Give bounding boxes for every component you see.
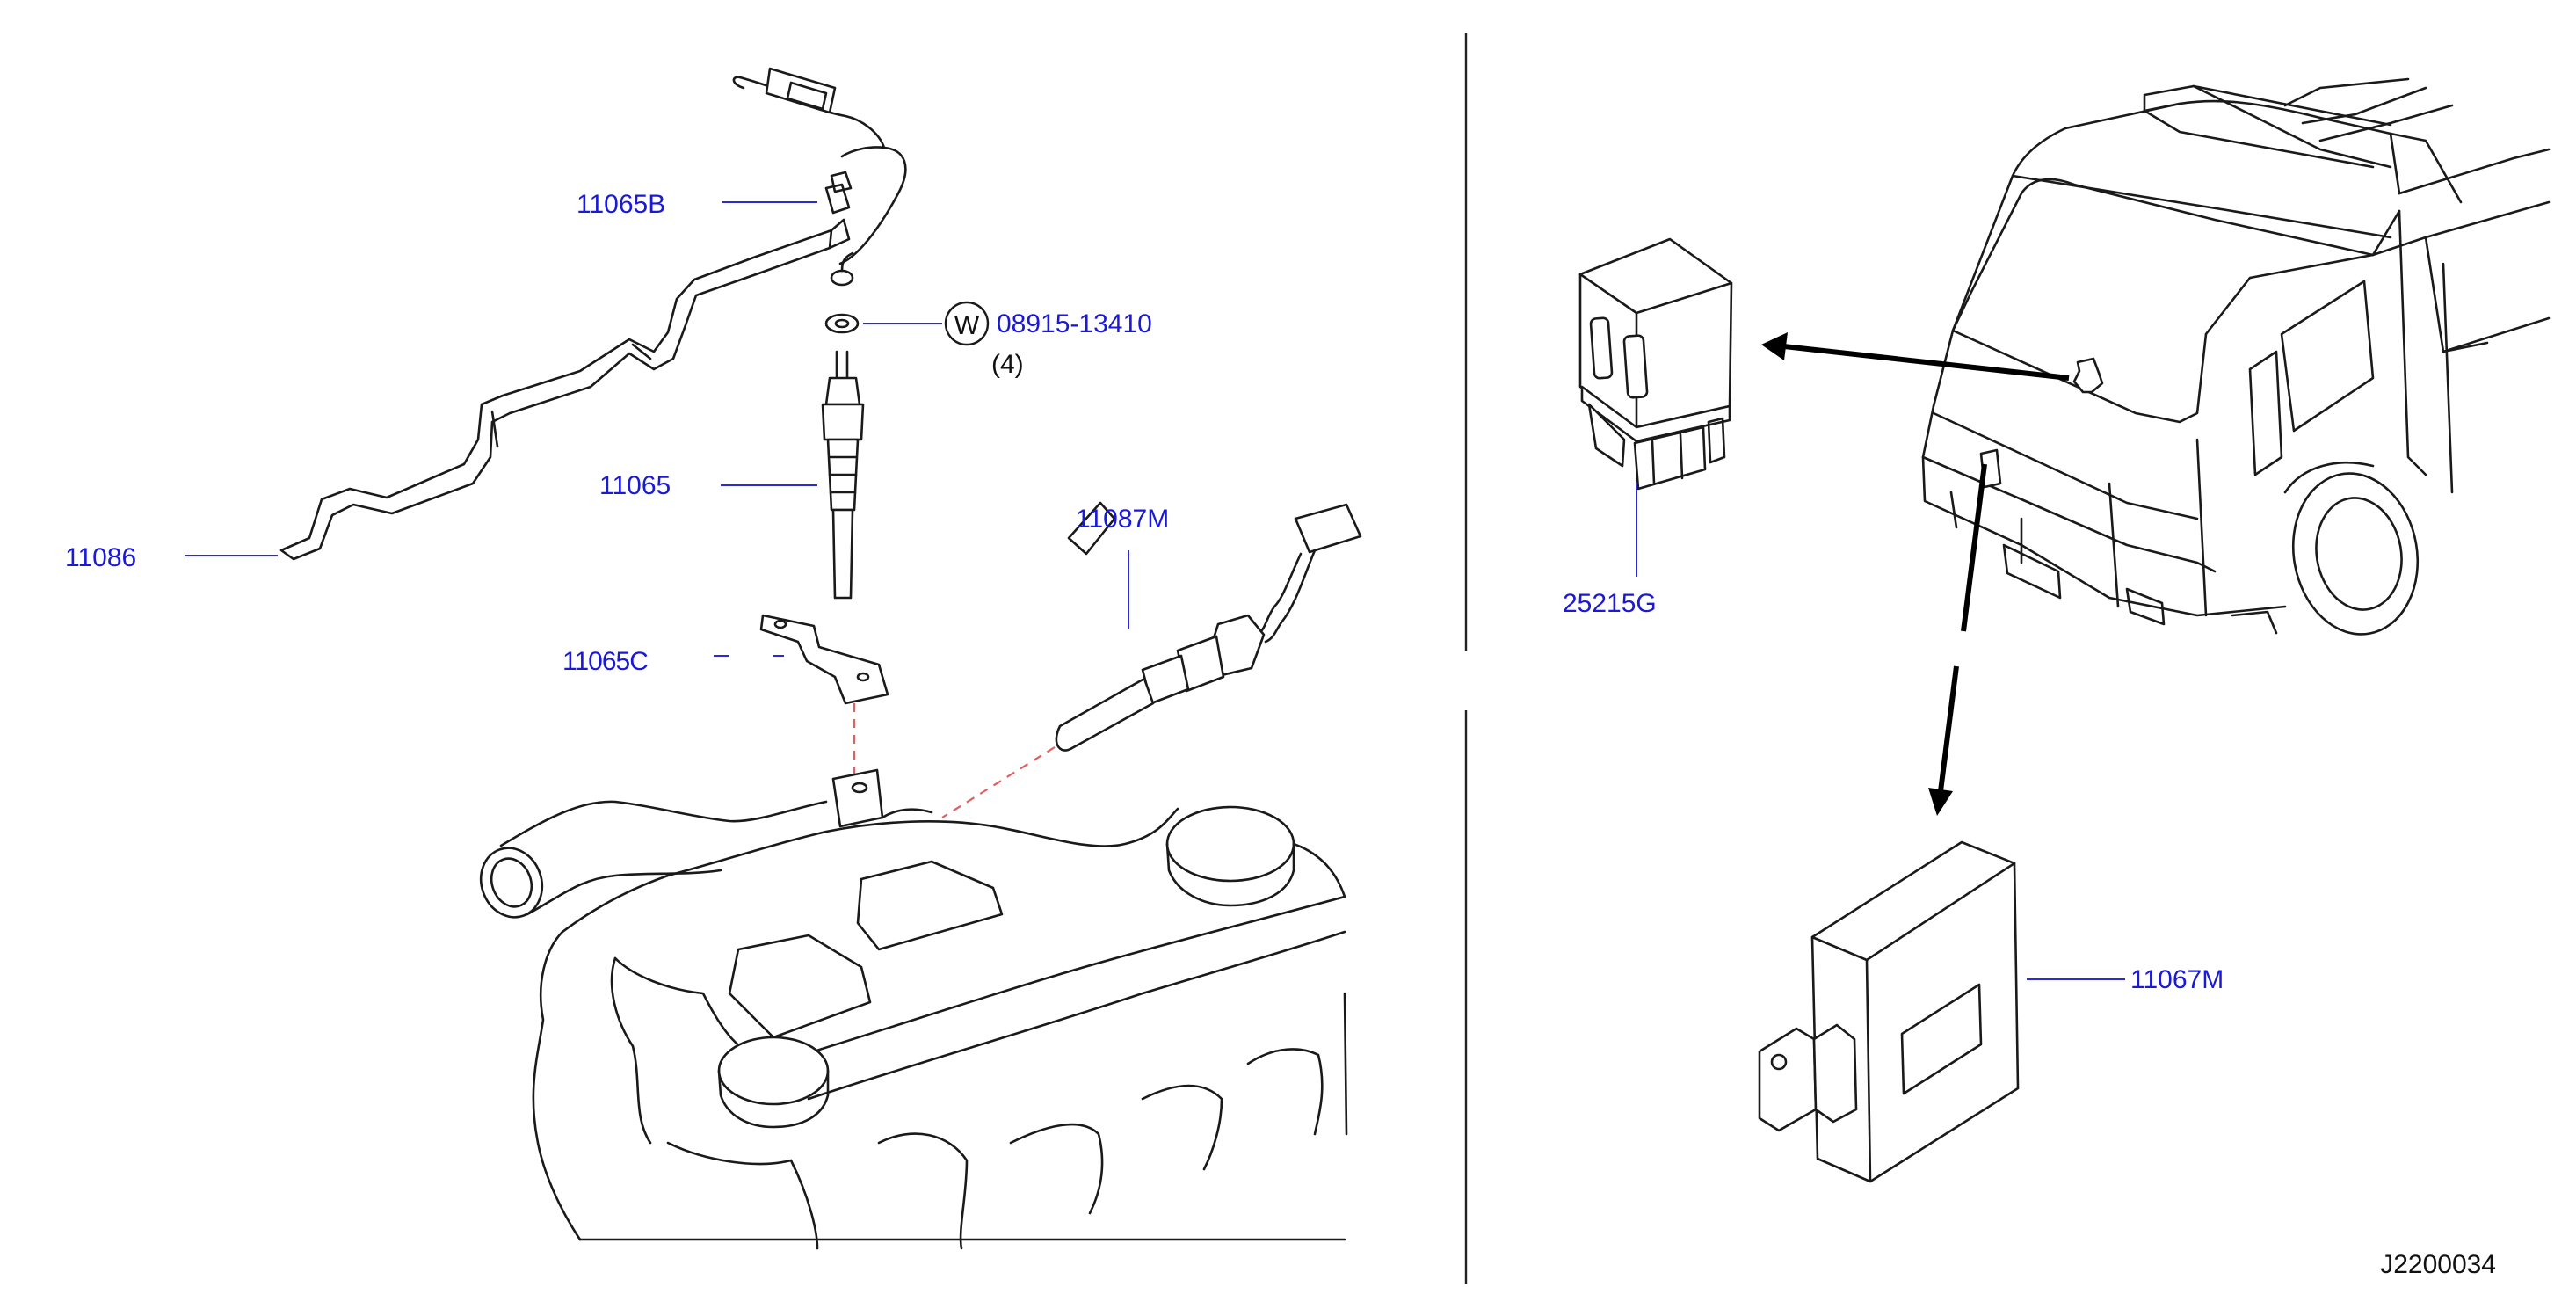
label-11086: 11086 bbox=[65, 543, 136, 572]
washer-drawing bbox=[824, 313, 860, 334]
temperature-sensor-drawing bbox=[1055, 501, 1362, 752]
engine-drawing bbox=[479, 768, 1348, 1250]
bracket-drawing bbox=[759, 614, 889, 705]
location-arrows bbox=[1761, 332, 2070, 816]
leader-lines-left bbox=[185, 201, 1129, 657]
glow-plug-harness-drawing bbox=[279, 67, 907, 561]
diagram-code: J2200034 bbox=[2380, 1250, 2496, 1279]
label-08915-13410: 08915-13410 bbox=[997, 309, 1152, 338]
glow-plug-drawing bbox=[821, 350, 865, 600]
washer-symbol: W bbox=[944, 301, 990, 346]
label-11065c: 11065C bbox=[562, 647, 648, 676]
label-11087m: 11087M bbox=[1076, 505, 1169, 534]
glow-control-unit-drawing bbox=[1758, 840, 2020, 1183]
label-11065: 11065 bbox=[599, 471, 671, 500]
assembly-guide-lines bbox=[853, 703, 1056, 818]
label-25215g: 25215G bbox=[1563, 589, 1657, 618]
label-11065b: 11065B bbox=[577, 190, 665, 219]
label-quantity: (4) bbox=[991, 350, 1024, 379]
washer-symbol-letter: W bbox=[954, 311, 980, 340]
label-11067m: 11067M bbox=[2130, 965, 2224, 994]
part-labels-left: 11065B 08915-13410 (4) 11065 11086 11087… bbox=[65, 190, 1169, 676]
glow-relay-drawing bbox=[1578, 237, 1733, 491]
truck-drawing bbox=[1921, 77, 2551, 636]
